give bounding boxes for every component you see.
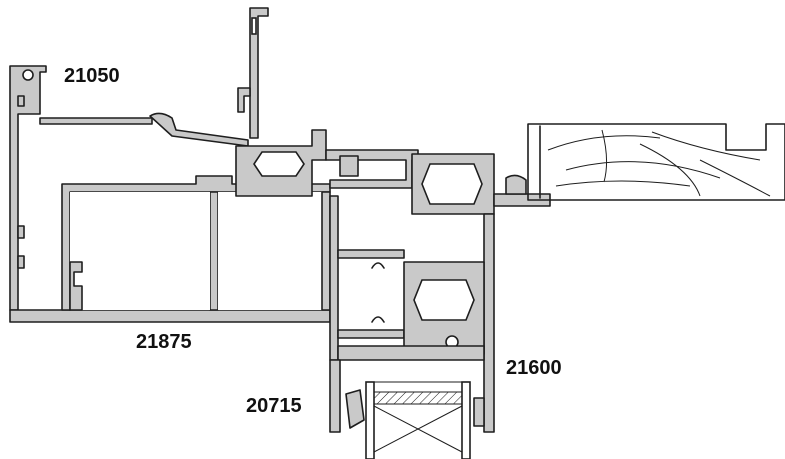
notch: [17, 95, 25, 107]
label-21875: 21875: [136, 331, 192, 353]
left-wall: [9, 65, 47, 311]
right-arm: [493, 193, 551, 207]
right-column: [483, 213, 495, 433]
spacer-hatch: [373, 391, 463, 405]
vertical-post: [249, 7, 269, 139]
mech-insert: [413, 279, 475, 321]
right-arm-clip: [505, 174, 527, 195]
notch: [17, 255, 25, 269]
box-right-wall: [321, 191, 331, 311]
right-top-insert: [421, 163, 483, 205]
wall-section: [527, 123, 785, 201]
upper-arm: [39, 117, 153, 125]
label-20715: 20715: [246, 395, 302, 417]
label-21050: 21050: [64, 65, 120, 87]
mid-rail-1: [337, 249, 405, 259]
box-cavity-right: [218, 192, 322, 310]
thermal-break-block: [235, 129, 327, 197]
bottom-rail: [9, 309, 331, 323]
wood-grain: [547, 129, 771, 197]
box-cavity-left: [70, 192, 210, 310]
glazing-bead: [345, 389, 365, 429]
profile-21050: [9, 65, 331, 323]
glass-pane-left: [365, 381, 375, 459]
wall-outline: [527, 123, 785, 201]
hook: [149, 112, 249, 147]
break-inner: [253, 151, 305, 177]
clip-ring: [22, 69, 34, 81]
post-tab: [237, 87, 251, 113]
u-clips: [371, 262, 385, 323]
profile-21600: [329, 153, 551, 433]
inner-column: [329, 195, 339, 361]
center-beam: [325, 149, 419, 189]
box-divider: [209, 191, 219, 311]
profile-20715: [329, 359, 485, 459]
label-21600: 21600: [506, 357, 562, 379]
glazing-left-wall: [329, 359, 341, 433]
mid-rail-2: [337, 329, 405, 339]
post-slot: [251, 17, 257, 35]
profile-top-arm: [149, 7, 269, 147]
lower-rail: [337, 345, 485, 361]
spacer-cross: [373, 405, 463, 453]
notch: [17, 225, 25, 239]
beam-clip: [339, 155, 359, 177]
glass-pane-right: [461, 381, 471, 459]
clip: [69, 261, 83, 311]
glazing-gasket: [473, 397, 485, 427]
